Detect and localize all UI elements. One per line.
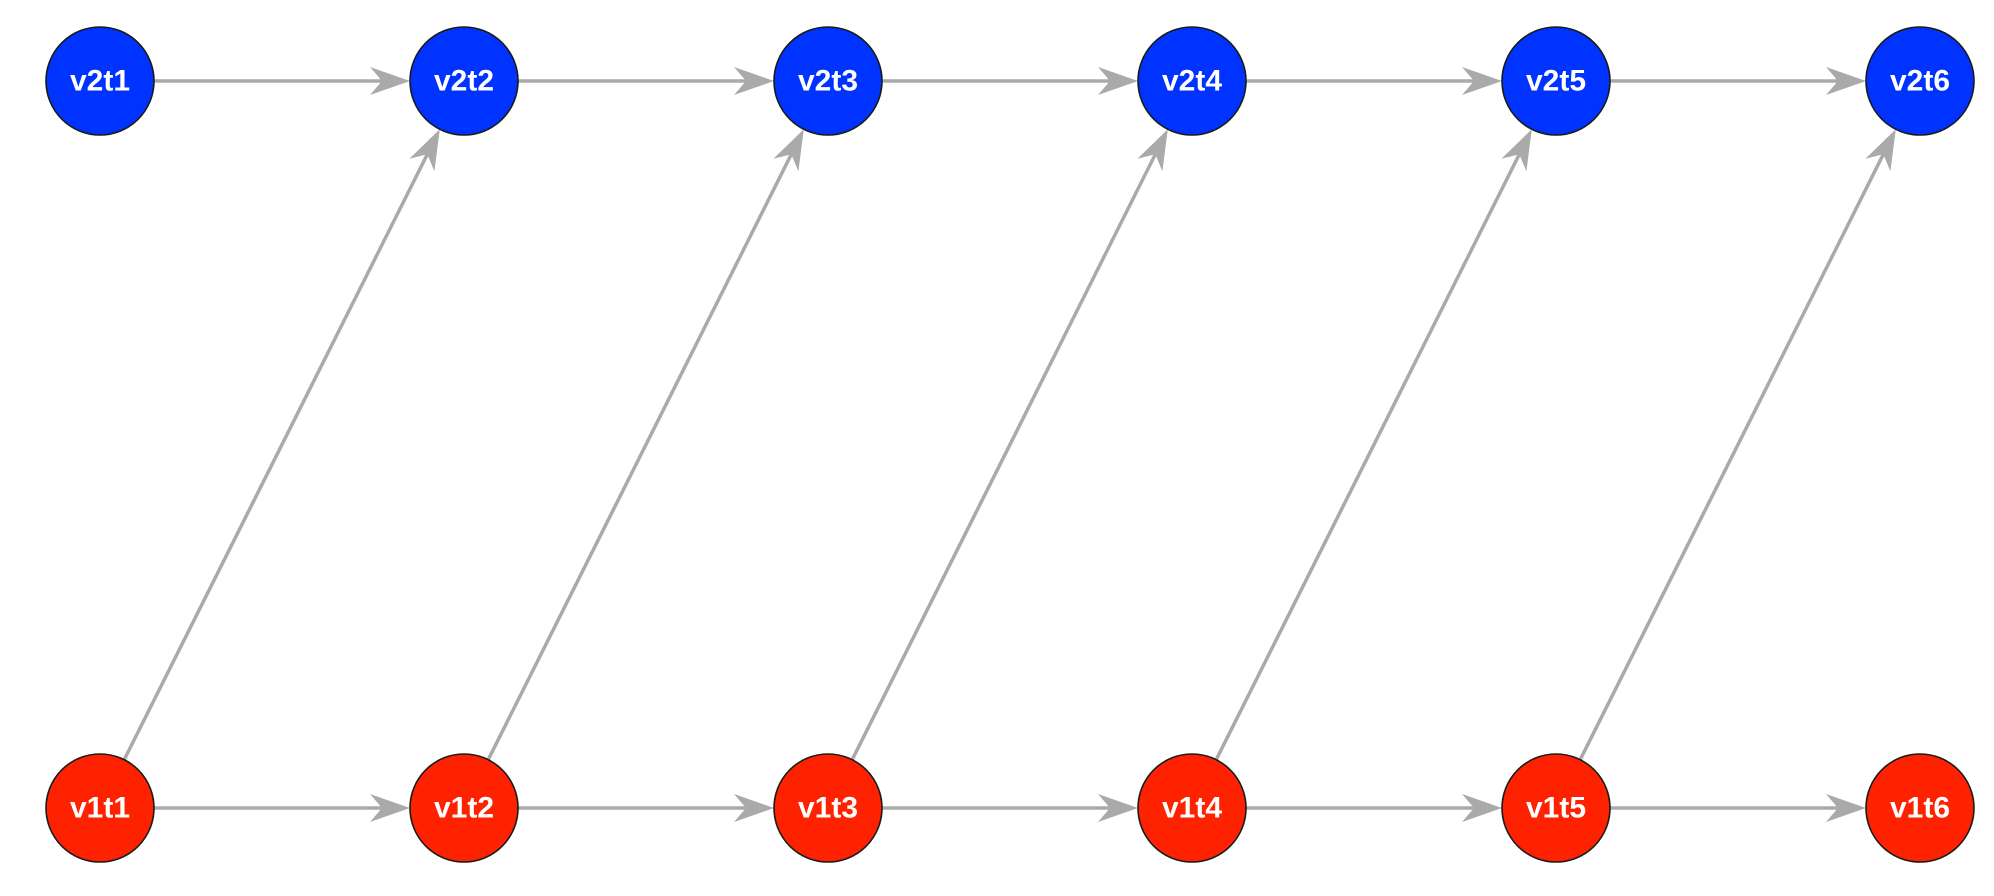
- arrowhead: [370, 67, 410, 95]
- edge-v2t2-v2t3: [518, 67, 774, 95]
- arrowhead: [370, 794, 410, 822]
- edge-v2t4-v2t5: [1246, 67, 1502, 95]
- arrowhead: [1501, 129, 1532, 172]
- node-circle: [45, 26, 155, 136]
- node-label: v2t3: [798, 65, 858, 98]
- arrowhead: [1826, 794, 1866, 822]
- edge-v1t4-v2t5: [1214, 129, 1532, 761]
- arrowhead: [1137, 129, 1168, 172]
- node-v2t3: v2t3: [773, 26, 883, 136]
- node-v1t3: v1t3: [773, 753, 883, 863]
- edge-v1t3-v1t4: [882, 794, 1138, 822]
- edge-v2t5-v2t6: [1610, 67, 1866, 95]
- node-label: v1t6: [1890, 792, 1950, 825]
- edge-v1t5-v1t6: [1610, 794, 1866, 822]
- node-v2t5: v2t5: [1501, 26, 1611, 136]
- edge-line: [122, 153, 429, 761]
- edges-layer: [122, 67, 1896, 822]
- edge-v2t1-v2t2: [154, 67, 410, 95]
- edge-v1t4-v1t5: [1246, 794, 1502, 822]
- node-v1t5: v1t5: [1501, 753, 1611, 863]
- node-circle: [1137, 26, 1247, 136]
- nodes-layer: v2t1 v2t2 v2t3 v2t4 v2t5 v2t6 v1t1 v1t2 v1t3 v1t4…: [45, 26, 1975, 863]
- node-v2t1: v2t1: [45, 26, 155, 136]
- edge-v1t3-v2t4: [850, 129, 1168, 761]
- edge-v2t3-v2t4: [882, 67, 1138, 95]
- node-v1t6: v1t6: [1865, 753, 1975, 863]
- arrowhead: [1462, 67, 1502, 95]
- node-label: v2t5: [1526, 65, 1586, 98]
- node-label: v1t2: [434, 792, 494, 825]
- node-label: v1t3: [798, 792, 858, 825]
- arrowhead: [1462, 794, 1502, 822]
- node-circle: [1501, 753, 1611, 863]
- edge-v1t2-v1t3: [518, 794, 774, 822]
- arrowhead: [734, 794, 774, 822]
- arrowhead: [734, 67, 774, 95]
- node-label: v2t6: [1890, 65, 1950, 98]
- node-circle: [1137, 753, 1247, 863]
- node-circle: [773, 26, 883, 136]
- edge-v1t2-v2t3: [486, 129, 804, 761]
- node-v1t1: v1t1: [45, 753, 155, 863]
- arrowhead: [1098, 67, 1138, 95]
- edge-line: [1578, 153, 1885, 761]
- edge-line: [850, 153, 1157, 761]
- node-v1t2: v1t2: [409, 753, 519, 863]
- node-circle: [1865, 26, 1975, 136]
- arrowhead: [1826, 67, 1866, 95]
- node-label: v2t2: [434, 65, 494, 98]
- edge-line: [1214, 153, 1521, 761]
- edge-line: [486, 153, 793, 761]
- arrowhead: [409, 129, 440, 172]
- arrowhead: [1865, 129, 1896, 172]
- edge-v1t5-v2t6: [1578, 129, 1896, 761]
- node-v2t2: v2t2: [409, 26, 519, 136]
- node-label: v1t5: [1526, 792, 1586, 825]
- node-circle: [45, 753, 155, 863]
- arrowhead: [773, 129, 804, 172]
- node-label: v1t1: [70, 792, 130, 825]
- node-circle: [409, 753, 519, 863]
- node-label: v2t4: [1162, 65, 1222, 98]
- node-v1t4: v1t4: [1137, 753, 1247, 863]
- node-circle: [1865, 753, 1975, 863]
- node-label: v1t4: [1162, 792, 1222, 825]
- edge-v1t1-v1t2: [154, 794, 410, 822]
- node-circle: [409, 26, 519, 136]
- node-circle: [773, 753, 883, 863]
- edge-v1t1-v2t2: [122, 129, 440, 761]
- node-v2t4: v2t4: [1137, 26, 1247, 136]
- arrowhead: [1098, 794, 1138, 822]
- node-v2t6: v2t6: [1865, 26, 1975, 136]
- node-label: v2t1: [70, 65, 130, 98]
- node-circle: [1501, 26, 1611, 136]
